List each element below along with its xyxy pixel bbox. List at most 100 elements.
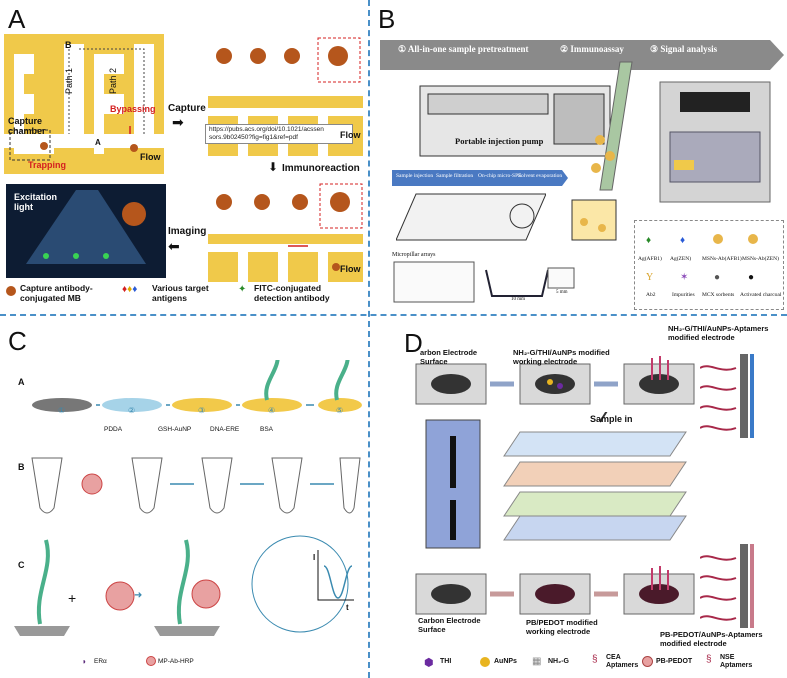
msns-ab-zen-icon xyxy=(748,234,758,244)
top-left-label: arbon Electrode Surface xyxy=(420,348,478,366)
legend-b-0: Ag(AFB1) xyxy=(638,256,662,262)
point-a-label: A xyxy=(95,138,101,147)
dim-10mm: 10 mm xyxy=(511,297,526,302)
panel-c-letter: C xyxy=(8,326,27,356)
arrow-right-icon: ➜ xyxy=(134,590,143,601)
detection-scheme xyxy=(14,535,354,636)
step-a-3: ③ xyxy=(198,406,206,415)
legend-c-gsh: GSH-AuNP xyxy=(158,426,192,433)
url-tooltip: https://pubs.acs.org/doi/10.1021/acssen … xyxy=(205,124,353,144)
down-arrow-icon: ⬇ xyxy=(268,160,279,174)
legend-antigens: Various target antigens xyxy=(152,283,209,303)
flow-label-2: Flow xyxy=(340,130,361,140)
ag-zen-icon: ♦ xyxy=(680,235,686,246)
immunoreaction-label: Immunoreaction xyxy=(282,163,360,174)
ab2-icon: Y xyxy=(646,272,654,283)
panel-b-letter: B xyxy=(378,4,396,34)
flow-label-3: Flow xyxy=(340,264,361,274)
legend-b-6: MCX sorbents xyxy=(702,292,735,298)
legend-b-5: Impurities xyxy=(672,292,695,298)
legend-b-7: Activated charcoal xyxy=(740,292,782,298)
sample-in-label: Sample in xyxy=(590,414,633,424)
flow-steps-banner xyxy=(392,170,568,186)
axis-t-label: t xyxy=(346,603,349,612)
capture-chamber-label: Capture chamber xyxy=(8,116,46,136)
plus-sign: + xyxy=(68,590,77,606)
capture-label: Capture xyxy=(168,103,206,114)
legend-fitc: FITC-conjugated detection antibody xyxy=(254,283,330,303)
imaging-label: Imaging xyxy=(168,226,207,237)
bot-mid-label: PB/PEDOT modified working electrode xyxy=(526,618,598,636)
legend-b-1: Ag(ZEN) xyxy=(670,256,692,262)
legend-d-thi: THI xyxy=(440,658,452,665)
legend-d-aunps: AuNPs xyxy=(494,658,517,665)
legend-c-pdda: PDDA xyxy=(104,426,123,433)
step-2-label: ② Immunoassay xyxy=(560,44,624,54)
axis-i-label: I xyxy=(313,553,316,562)
flow-step-4: Solvent evaporation xyxy=(518,173,563,179)
trapping-label: Trapping xyxy=(28,160,66,170)
micropillar-label: Micropillar arrays xyxy=(392,252,436,258)
sub-a-label: A xyxy=(18,377,25,387)
flow-step-1: Sample injection xyxy=(396,173,434,179)
path2-label: Path 2 xyxy=(108,67,119,95)
imaging-chip-diagram xyxy=(208,183,363,282)
electrode-assembly-steps xyxy=(32,360,362,412)
nse-aptamer-icon: § xyxy=(706,654,712,665)
er-alpha-icon: ◗ xyxy=(82,657,87,666)
immunoassay-strip-beaker xyxy=(571,61,633,241)
sub-b-label: B xyxy=(18,462,25,472)
impurities-icon: ✶ xyxy=(680,272,689,283)
msns-ab-afb1-icon xyxy=(713,234,723,244)
flow-label: Flow xyxy=(140,152,161,162)
sub-c-label: C xyxy=(18,560,25,570)
legend-mb: Capture antibody- conjugated MB xyxy=(20,283,93,303)
electrode-top-row xyxy=(415,356,695,405)
step-3-label: ③ Signal analysis xyxy=(650,44,718,54)
antigen-icons: ♦♦♦ xyxy=(122,284,138,295)
legend-c-bsa: BSA xyxy=(260,426,274,433)
step-a-1: ① xyxy=(58,406,66,415)
step-1-label: ① All-in-one sample pretreatment xyxy=(398,44,529,54)
steps-banner xyxy=(380,40,784,70)
legend-c-er: ERα xyxy=(94,658,107,665)
dim-5mm: 5 mm xyxy=(556,290,568,295)
flow-step-2: Sample filtration xyxy=(436,173,474,179)
step-a-5: ⑤ xyxy=(336,406,344,415)
legend-b-2: MSNs-Ab(AFB1) xyxy=(702,256,742,262)
nh2g-icon: ▦ xyxy=(532,656,542,667)
bot-left-label: Carbon Electrode Surface xyxy=(418,616,481,634)
mcx-sorbents-icon: ● xyxy=(714,272,721,283)
legend-c-dna: DNA-ERE xyxy=(210,426,240,433)
pump-label: Portable injection pump xyxy=(455,136,544,146)
legend-b-box xyxy=(634,220,784,310)
mb-icon xyxy=(6,286,16,296)
layered-chip xyxy=(503,412,687,541)
capture-arrow-icon: ➡ xyxy=(172,114,184,130)
bypassing-label: Bypassing xyxy=(110,104,156,114)
fitc-antibody-icon: ✦ xyxy=(238,284,247,295)
pb-pedot-icon xyxy=(642,656,653,667)
legend-d-pbpedot: PB-PEDOT xyxy=(656,658,693,665)
excitation-light-label: Excitation light xyxy=(14,192,58,212)
cea-aptamer-icon: § xyxy=(592,654,598,665)
step-a-2: ② xyxy=(128,406,136,415)
nse-aptamer-electrode xyxy=(700,544,754,628)
thi-icon: ⬢ xyxy=(424,657,434,669)
aunps-icon xyxy=(480,657,490,667)
injection-pump-diagram xyxy=(419,85,611,157)
legend-c-mp: MP-Ab-HRP xyxy=(158,658,194,665)
cea-aptamer-electrode xyxy=(700,354,754,438)
step-a-4: ④ xyxy=(268,406,276,415)
top-mid-label: NH₂-G/THI/AuNPs modified working electro… xyxy=(513,348,610,366)
imaging-arrow-icon: ⬅ xyxy=(168,238,180,254)
panel-a-letter: A xyxy=(8,4,26,34)
legend-b-4: Ab2 xyxy=(646,292,656,298)
mp-ab-hrp-icon xyxy=(146,656,156,666)
point-b-label: B xyxy=(65,40,72,50)
signal-analysis-device xyxy=(659,81,771,203)
tube-sequence xyxy=(31,457,361,514)
capture-chip-diagram xyxy=(208,37,363,156)
top-right-label: NH₂-G/THI/AuNPs-Aptamers modified electr… xyxy=(668,324,769,342)
legend-b-3: MSNs-Ab(ZEN) xyxy=(742,256,779,262)
